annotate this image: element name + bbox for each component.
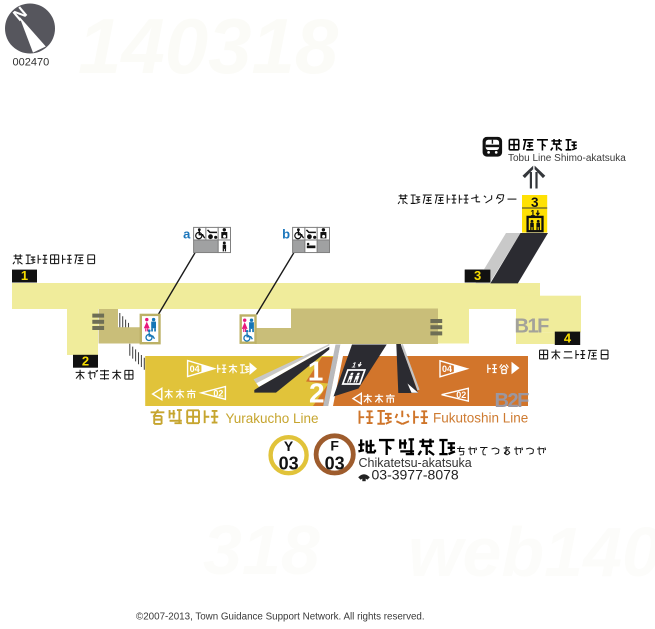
svg-text:Tobu Line Shimo-akatsuka: Tobu Line Shimo-akatsuka [508, 153, 626, 164]
svg-text:Yurakucho Line: Yurakucho Line [226, 411, 319, 426]
svg-text:B1F: B1F [515, 316, 550, 338]
svg-text:2: 2 [309, 377, 325, 408]
svg-text:4: 4 [564, 331, 572, 346]
svg-text:b: b [282, 227, 290, 242]
svg-text:1: 1 [308, 355, 324, 386]
svg-text:a: a [183, 227, 191, 242]
svg-text:03: 03 [325, 454, 345, 474]
svg-text:web140: web140 [408, 513, 655, 591]
svg-text:140318: 140318 [78, 2, 339, 90]
svg-text:Y: Y [284, 438, 294, 454]
svg-text:04: 04 [442, 364, 452, 374]
svg-text:Fukutoshin Line: Fukutoshin Line [433, 411, 528, 426]
svg-text:02: 02 [213, 388, 223, 398]
svg-text:02: 02 [456, 390, 466, 400]
svg-text:04: 04 [190, 364, 200, 374]
svg-text:002470: 002470 [13, 57, 50, 69]
svg-text:1: 1 [530, 208, 535, 218]
svg-text:1: 1 [21, 268, 28, 283]
svg-text:03-3977-8078: 03-3977-8078 [372, 466, 459, 482]
svg-text:3: 3 [531, 195, 539, 210]
svg-text:B2F: B2F [495, 390, 530, 412]
svg-text:1: 1 [350, 361, 358, 370]
svg-text:318: 318 [203, 511, 320, 589]
svg-text:3: 3 [474, 268, 481, 283]
svg-text:2: 2 [82, 353, 89, 368]
svg-text:©2007-2013, Town Guidance Supp: ©2007-2013, Town Guidance Support Networ… [136, 612, 425, 623]
svg-text:Chikatetsu-akatsuka: Chikatetsu-akatsuka [359, 456, 472, 470]
svg-text:03: 03 [279, 454, 299, 474]
svg-text:F: F [330, 438, 339, 454]
